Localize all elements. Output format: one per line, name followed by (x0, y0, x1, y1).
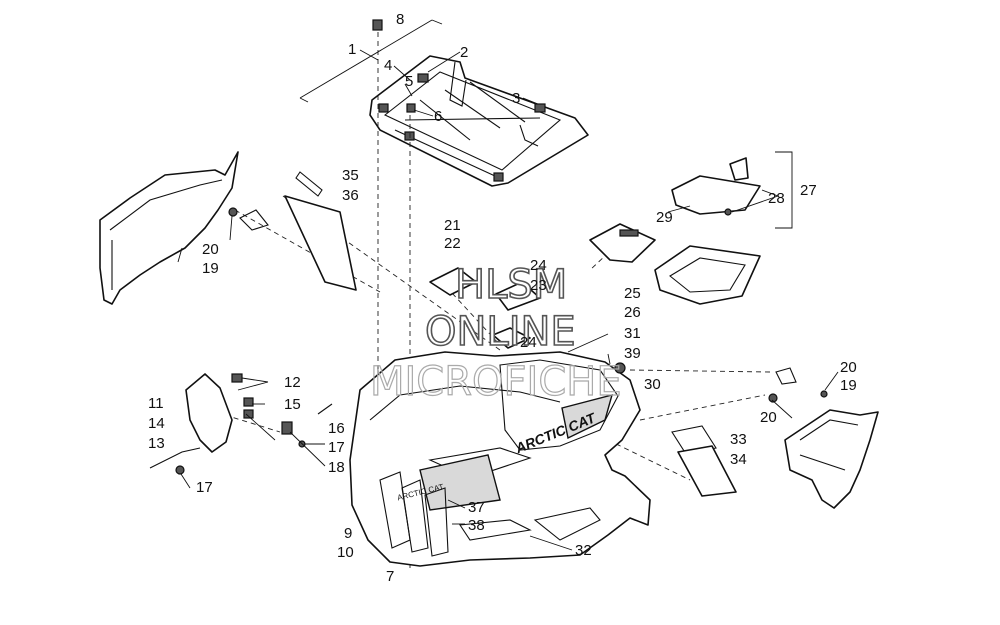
callout-9: 9 (344, 525, 352, 542)
callout-3: 3 (512, 90, 520, 107)
callout-26: 26 (624, 304, 641, 321)
callout-13: 13 (148, 435, 165, 452)
rack-nut (534, 103, 546, 113)
storage-lid (589, 223, 656, 263)
storage-box (654, 245, 761, 305)
watermark-line-1: HLSM (455, 262, 567, 308)
callout-15: 15 (284, 396, 301, 413)
watermark: HLSM ONLINE MICROFICHE (369, 261, 622, 405)
callout-17-left: 17 (196, 479, 213, 496)
storage-compartment (589, 151, 793, 305)
callout-30: 30 (644, 376, 661, 393)
callout-39: 39 (624, 345, 641, 362)
callout-35: 35 (342, 167, 359, 184)
callout-numbers: 1 2 3 4 5 6 8 35 36 20 19 21 22 24 23 24… (148, 11, 857, 585)
callout-25: 25 (624, 285, 641, 302)
callout-16: 16 (328, 420, 345, 437)
watermark-line-3: MICROFICHE (370, 359, 622, 405)
front-grille-decal (419, 454, 501, 511)
front-rack-assembly (299, 19, 589, 187)
callout-23: 23 (530, 277, 547, 294)
decal-35-36 (284, 171, 357, 291)
callout-29: 29 (656, 209, 673, 226)
callout-6: 6 (434, 108, 442, 125)
callout-38: 38 (468, 517, 485, 534)
center-covers (429, 267, 541, 349)
front-fender: ARCTIC CAT ARCTIC CAT (349, 351, 651, 567)
callout-36: 36 (342, 187, 359, 204)
callout-7: 7 (386, 568, 394, 585)
callout-18: 18 (328, 459, 345, 476)
callout-17-right: 17 (328, 439, 345, 456)
group-27-bracket (775, 151, 793, 229)
right-side-panel (614, 362, 879, 509)
rack-washer (417, 73, 429, 83)
rack-group-bracket-top (299, 19, 433, 99)
callout-2: 2 (460, 44, 468, 61)
callout-21: 21 (444, 217, 461, 234)
callout-22: 22 (444, 235, 461, 252)
callout-24-bottom: 24 (520, 334, 537, 351)
callout-1: 1 (348, 41, 356, 58)
callout-33: 33 (730, 431, 747, 448)
panel-fastener (228, 207, 238, 217)
callout-34: 34 (730, 451, 747, 468)
front-rack (369, 55, 589, 187)
callout-4: 4 (384, 57, 392, 74)
callout-14: 14 (148, 415, 165, 432)
bumper-hardware (149, 373, 333, 475)
callout-5: 5 (405, 73, 413, 90)
callout-11: 11 (148, 395, 164, 412)
callout-10: 10 (337, 544, 354, 561)
callout-31: 31 (624, 325, 641, 342)
hood-logo-decal (561, 394, 614, 440)
callout-leaders (177, 49, 839, 551)
callout-20-right: 20 (760, 409, 777, 426)
callout-8: 8 (396, 11, 404, 28)
callout-20-left: 20 (202, 241, 219, 258)
watermark-line-2: ONLINE (425, 309, 576, 355)
callout-12: 12 (284, 374, 301, 391)
callout-19-right: 19 (840, 377, 857, 394)
callout-28: 28 (768, 190, 785, 207)
callout-24-top: 24 (530, 257, 547, 274)
callout-27: 27 (800, 182, 817, 199)
callout-19-left: 19 (202, 260, 219, 277)
callout-37: 37 (468, 499, 485, 516)
rack-bolt (372, 19, 383, 31)
callout-32: 32 (575, 542, 592, 559)
storage-cover (671, 175, 761, 215)
callout-20-right-top: 20 (840, 359, 857, 376)
left-side-panel (99, 151, 269, 305)
